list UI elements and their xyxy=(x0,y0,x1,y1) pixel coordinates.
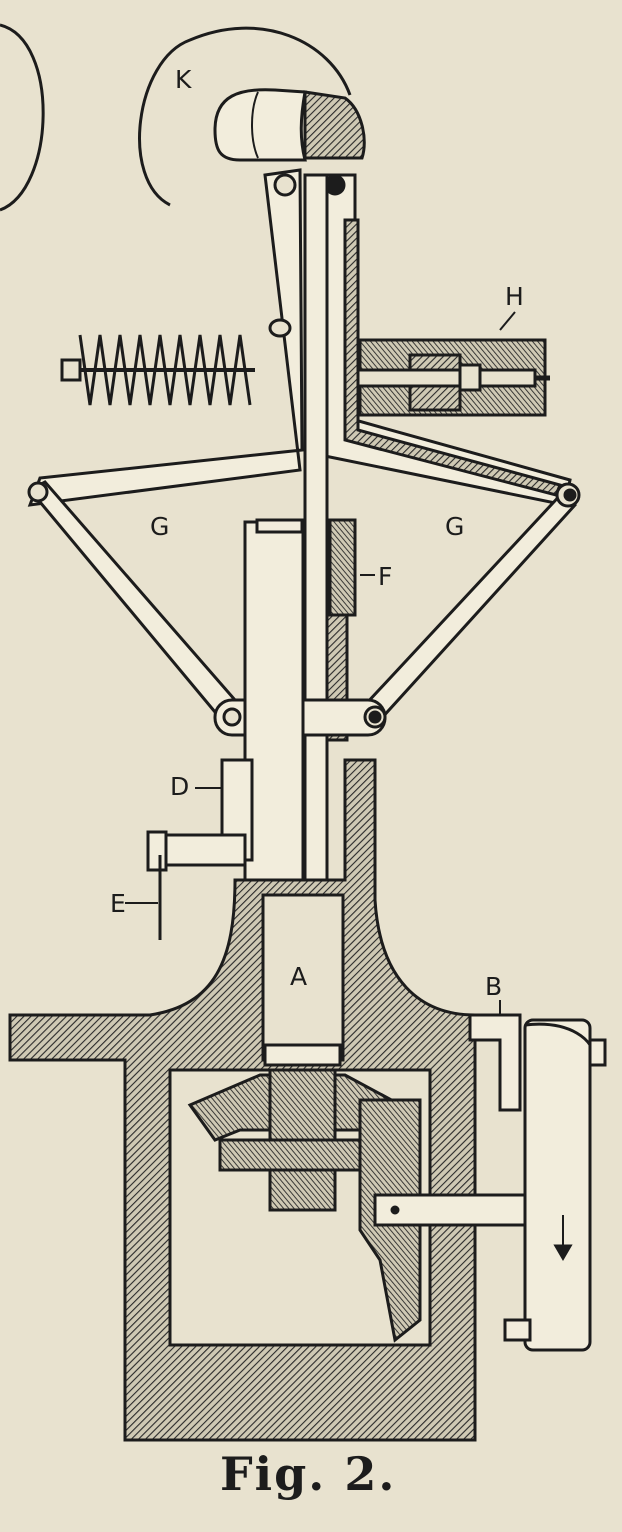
label-B: B xyxy=(485,972,502,1001)
label-K: K xyxy=(175,65,192,94)
label-A: A xyxy=(290,962,307,991)
leader-lines xyxy=(125,574,501,1015)
spring-left xyxy=(60,334,255,406)
label-G-left: G xyxy=(150,512,169,541)
figure-caption: Fig. 2. xyxy=(220,1447,396,1501)
label-F: F xyxy=(378,562,392,591)
label-G-right: G xyxy=(445,512,464,541)
drive-wheel-B xyxy=(468,1013,607,1352)
adjacent-circle xyxy=(0,23,45,212)
label-H: H xyxy=(505,282,524,311)
ball-K xyxy=(138,26,366,207)
label-E: E xyxy=(110,889,126,918)
base-housing xyxy=(8,758,542,1442)
labels: K H G G F D E A B xyxy=(110,65,524,1001)
sleeve-D xyxy=(146,518,357,940)
label-D: D xyxy=(170,772,189,801)
